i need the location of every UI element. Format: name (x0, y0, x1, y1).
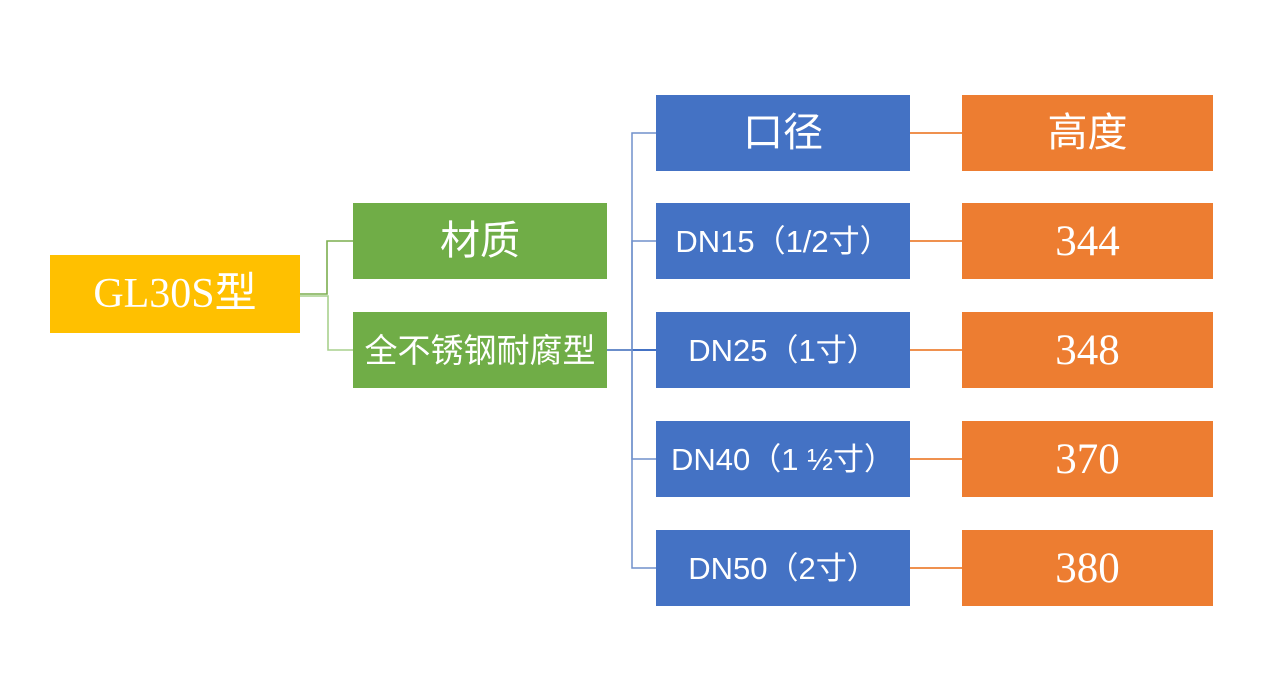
node-material-value: 全不锈钢耐腐型 (353, 312, 607, 388)
connector-material-to-dn15 (607, 240, 656, 351)
node-diameter-dn40: DN40（1 ½寸） (656, 421, 910, 497)
node-diameter-dn25: DN25（1寸） (656, 312, 910, 388)
node-diameter-dn50: DN50（2寸） (656, 530, 910, 606)
connector-root-to-material-value (300, 295, 353, 351)
node-root: GL30S型 (50, 255, 300, 333)
node-diameter-dn15: DN15（1/2寸） (656, 203, 910, 279)
connector-material-to-dn50 (607, 349, 656, 569)
node-diameter-header: 口径 (656, 95, 910, 171)
node-height-344: 344 (962, 203, 1213, 279)
node-height-header: 高度 (962, 95, 1213, 171)
node-height-380: 380 (962, 530, 1213, 606)
connector-root-to-material-header (300, 240, 353, 295)
node-height-348: 348 (962, 312, 1213, 388)
node-material-header: 材质 (353, 203, 607, 279)
node-height-370: 370 (962, 421, 1213, 497)
